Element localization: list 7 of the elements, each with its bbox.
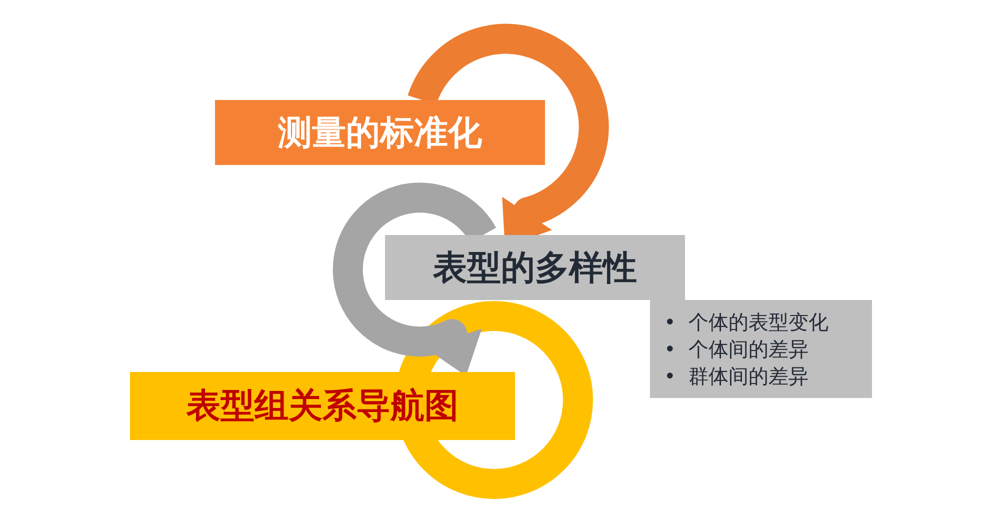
heading-box: 表型的多样性 [385,235,685,300]
bullet-text: • 个体的表型变化 [664,308,829,336]
list-box [650,300,872,398]
bullet-text: • 群体间的差异 [664,362,810,390]
heading-box: 表型组关系导航图 [130,372,515,440]
bullet-text: • 个体间的差异 [664,336,810,362]
heading-box: 测量的标准化 [215,100,545,165]
